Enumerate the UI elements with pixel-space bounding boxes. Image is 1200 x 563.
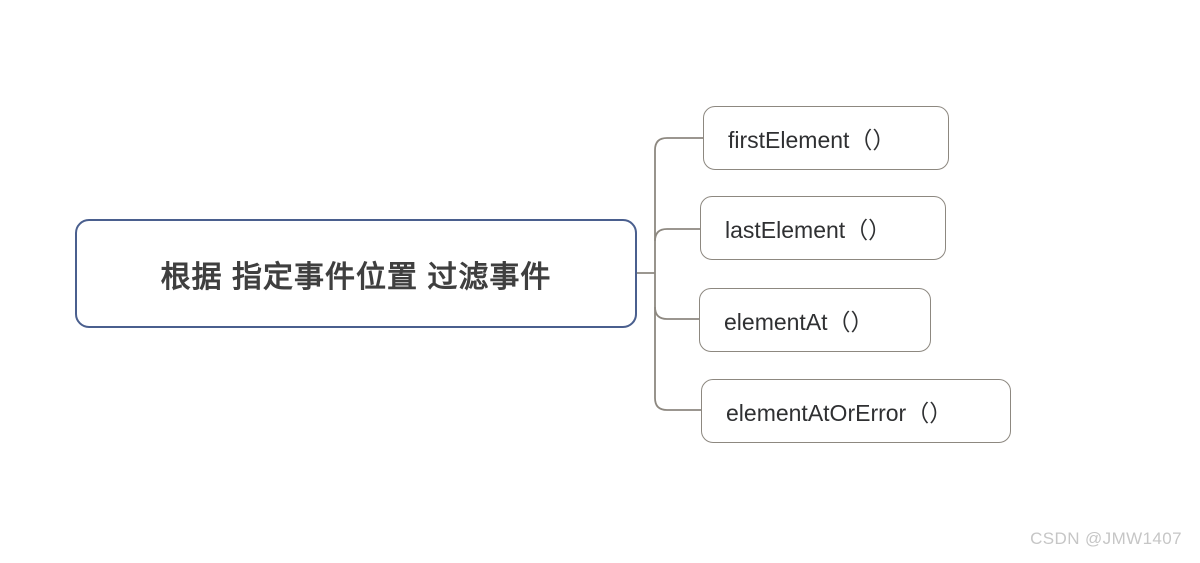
child-node-label: firstElement（） [728,127,896,153]
connector-branch-0 [654,137,703,151]
child-node-first-element[interactable]: firstElement（） [703,106,949,170]
connector-branch-3 [654,397,701,411]
child-node-label: lastElement（） [725,217,892,243]
child-node-element-at[interactable]: elementAt（） [699,288,931,352]
child-node-element-at-or-error[interactable]: elementAtOrError（） [701,379,1011,443]
watermark: CSDN @JMW1407 [1030,529,1182,548]
root-node-label: 根据 指定事件位置 过滤事件 [160,260,552,294]
child-node-label: elementAt（） [724,309,874,335]
child-node-last-element[interactable]: lastElement（） [700,196,946,260]
connector-branch-1 [654,228,700,242]
child-node-label: elementAtOrError（） [726,400,953,426]
connector-branch-2 [654,306,699,320]
root-node[interactable]: 根据 指定事件位置 过滤事件 [75,219,637,328]
